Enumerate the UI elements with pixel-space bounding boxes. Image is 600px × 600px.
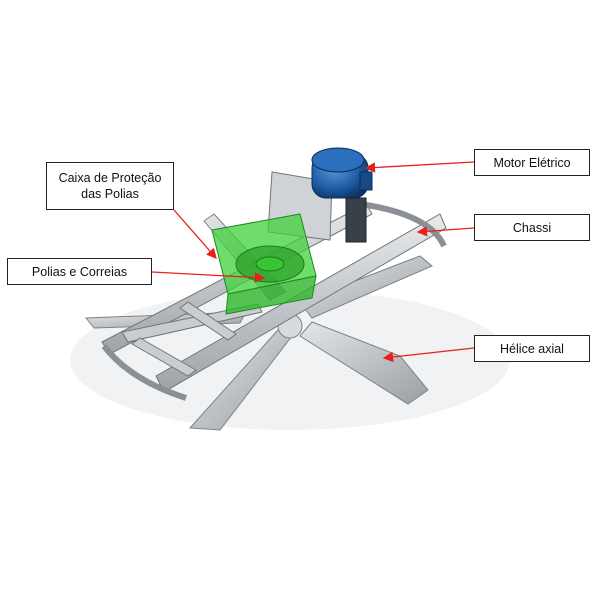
arrow-helice: [382, 347, 475, 363]
arrow-chassi: [416, 226, 475, 237]
electric-motor: [311, 147, 373, 243]
arrow-polias: [151, 271, 266, 283]
arrow-motor: [364, 161, 475, 173]
label-motor-eletrico: Motor Elétrico: [474, 149, 590, 176]
label-polias-correias: Polias e Correias: [7, 258, 152, 285]
pulley-guard: [211, 213, 317, 315]
label-caixa-protecao: Caixa de Proteção das Polias: [46, 162, 174, 210]
label-chassi: Chassi: [474, 214, 590, 241]
label-helice-axial: Hélice axial: [474, 335, 590, 362]
blade-upper-right: [299, 255, 433, 319]
arrow-caixa: [173, 209, 217, 259]
blade-right: [299, 321, 429, 405]
leader-arrows: [151, 161, 475, 363]
